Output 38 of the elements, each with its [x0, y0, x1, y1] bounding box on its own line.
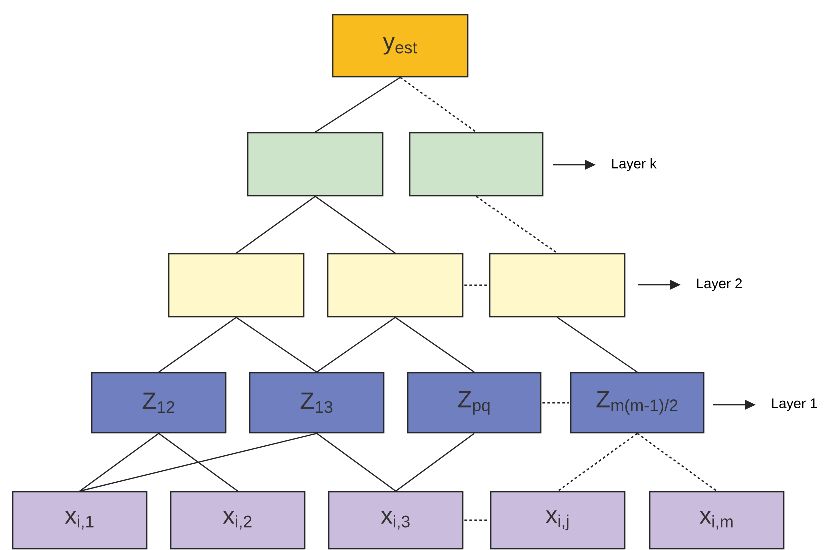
connector-line — [315, 77, 401, 133]
output-box: y$_{est}$ — [332, 14, 469, 78]
input-box: x$_{i,1}$ — [12, 491, 148, 550]
connector-line — [476, 196, 558, 254]
layer-box — [489, 253, 626, 318]
layer-box — [327, 253, 464, 318]
layer-box — [168, 253, 305, 318]
connector-line — [395, 317, 475, 373]
input-box: x$_{i,3}$ — [328, 491, 464, 550]
connector-line — [400, 77, 477, 133]
connector-line — [464, 520, 490, 522]
connector-line — [557, 317, 638, 373]
connector-line — [316, 433, 396, 492]
neuron-box: Z$_{13}$ — [249, 372, 385, 434]
input-box: x$_{i,2}$ — [170, 491, 306, 550]
layer-label: Layer 1 — [772, 398, 818, 412]
neuron-box: Z$_{12}$ — [91, 372, 227, 434]
connector-line — [542, 402, 570, 404]
connector-line — [80, 433, 160, 492]
input-box: x$_{i,j}$ — [490, 491, 626, 550]
input-box: x$_{i,m}$ — [649, 491, 785, 550]
connector-line — [80, 433, 318, 492]
layer-label: Layer 2 — [697, 278, 742, 292]
connector-line — [236, 196, 316, 254]
connector-line — [464, 284, 488, 286]
connector-line — [558, 433, 638, 492]
layer-label: Layer k — [612, 158, 657, 172]
neuron-box: Z$_{pq}$ — [407, 372, 542, 434]
layer-box — [409, 132, 544, 197]
connector-line — [158, 317, 237, 373]
connector-line — [316, 317, 396, 373]
layer-box — [247, 132, 384, 197]
connector-line — [236, 317, 318, 373]
connector-line — [315, 196, 396, 254]
connector-line — [637, 433, 718, 492]
connector-line — [396, 433, 475, 492]
connector-line — [158, 433, 238, 492]
neuron-box: Z$_{m(m-1)/2}$ — [570, 372, 705, 434]
